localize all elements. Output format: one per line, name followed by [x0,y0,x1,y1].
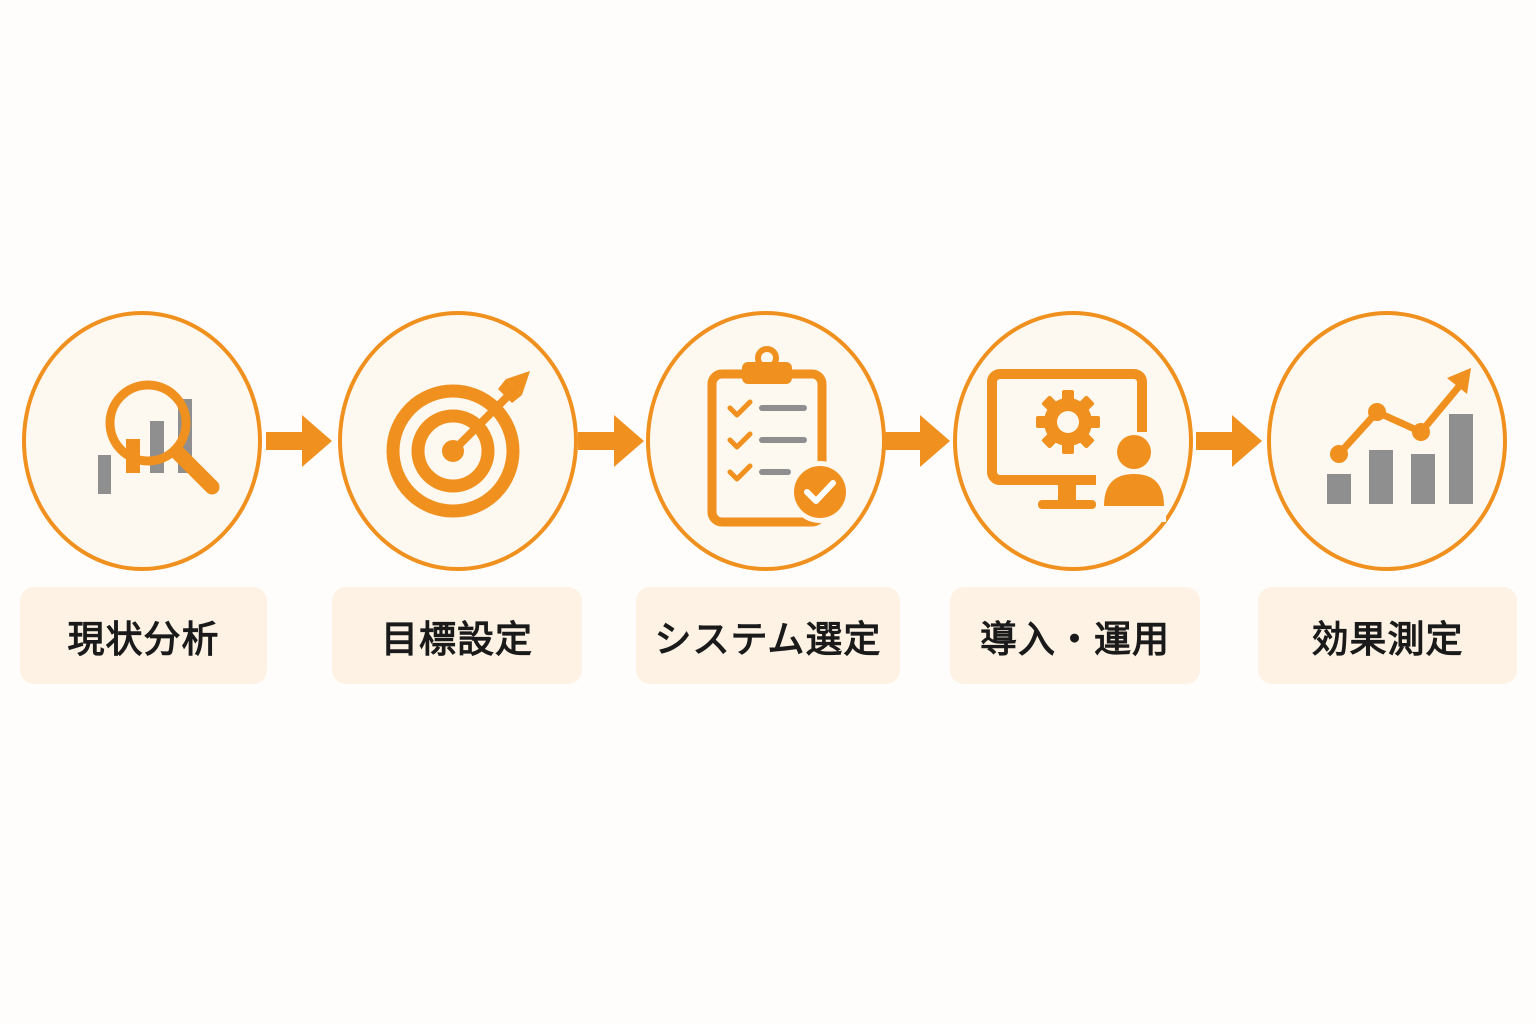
growth-chart-icon [1327,368,1473,504]
step-5-circle [1267,311,1507,571]
magnifier-bar-chart-icon [98,380,220,495]
step-2-label: 目標設定 [381,617,533,661]
step-4-label: 導入・運用 [980,617,1170,661]
step-2-label-box: 目標設定 [332,587,582,684]
clipboard-checklist-icon [707,346,851,527]
step-3-label: システム選定 [654,617,882,661]
arrow-right-icon [884,415,950,467]
arrow-right-icon [266,415,332,467]
step-1-label: 現状分析 [67,617,220,661]
step-3-circle [646,311,886,571]
target-arrow-icon [386,371,530,518]
step-5-label: 効果測定 [1311,617,1464,661]
step-4-label-box: 導入・運用 [950,587,1200,684]
arrow-right-icon [578,415,644,467]
arrow-right-icon [1196,415,1262,467]
step-1-circle [22,311,262,571]
step-1-label-box: 現状分析 [20,587,267,684]
step-3-label-box: システム選定 [636,587,900,684]
step-4-circle [953,311,1193,571]
step-5-label-box: 効果測定 [1258,587,1517,684]
step-2-circle [338,311,578,571]
monitor-gear-user-icon [987,369,1166,522]
